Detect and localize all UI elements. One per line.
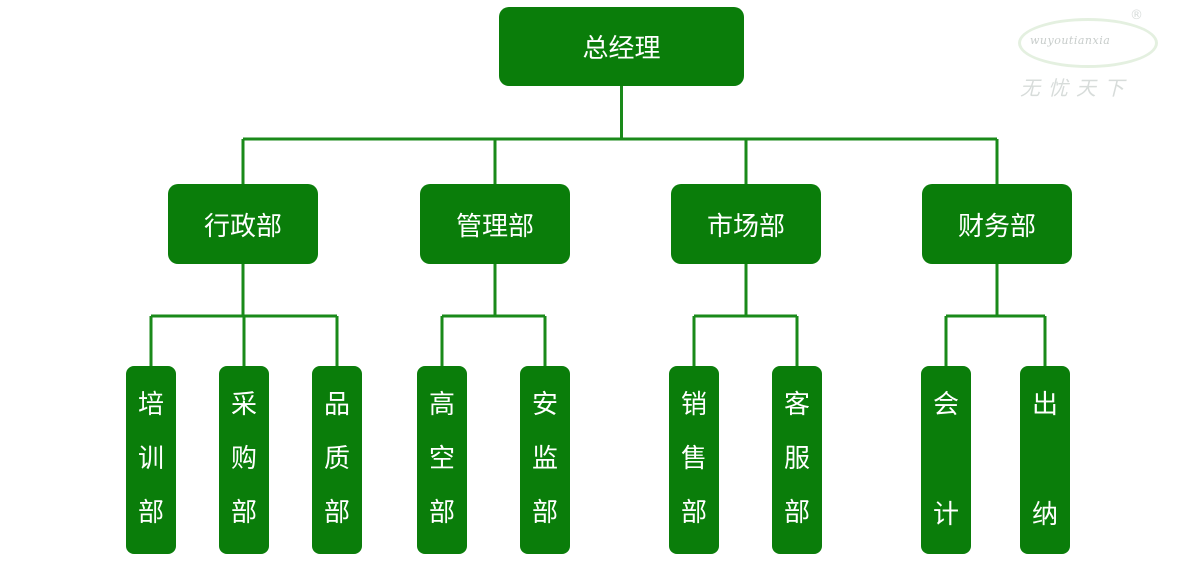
watermark-ring	[1018, 18, 1158, 68]
watermark-logo: wuyoutianxia 无忧天下 ®	[1012, 8, 1192, 100]
dept-node-0: 行政部	[168, 184, 318, 264]
sub-node-0-0: 培训部	[126, 366, 176, 554]
watermark-registered-mark: ®	[1130, 8, 1143, 23]
dept-node-2: 市场部	[671, 184, 821, 264]
watermark-chinese: 无忧天下	[1020, 76, 1132, 100]
sub-node-1-1: 安监部	[520, 366, 570, 554]
watermark-latin: wuyoutianxia	[1030, 34, 1111, 47]
sub-node-0-2: 品质部	[312, 366, 362, 554]
sub-node-1-0: 高空部	[417, 366, 467, 554]
sub-node-2-1: 客服部	[772, 366, 822, 554]
sub-node-0-1: 采购部	[219, 366, 269, 554]
root-node-general-manager: 总经理	[499, 7, 744, 86]
dept-node-1: 管理部	[420, 184, 570, 264]
sub-node-2-0: 销售部	[669, 366, 719, 554]
dept-node-3: 财务部	[922, 184, 1072, 264]
sub-node-3-1: 出纳	[1020, 366, 1070, 554]
sub-node-3-0: 会计	[921, 366, 971, 554]
